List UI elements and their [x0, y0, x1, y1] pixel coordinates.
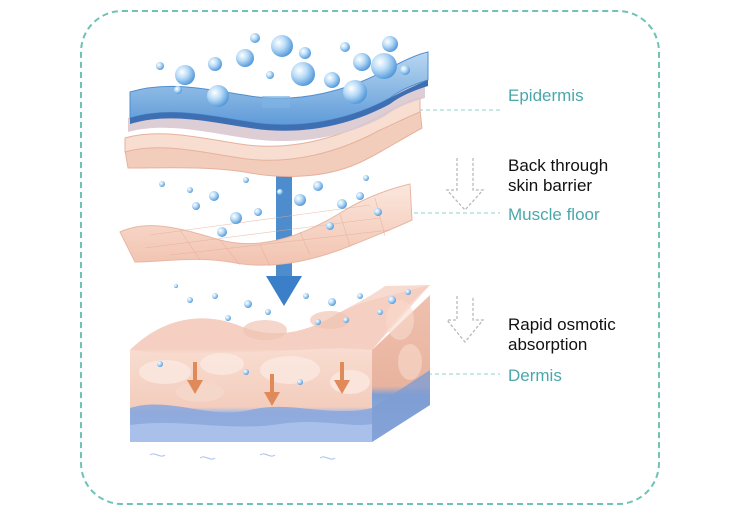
label-line: skin barrier — [508, 176, 593, 195]
water-droplet-icon — [405, 289, 411, 295]
water-droplet-icon — [159, 181, 165, 187]
water-droplet-icon — [250, 33, 260, 43]
water-droplet-icon — [313, 181, 323, 191]
muscle-floor-sheet — [119, 183, 413, 267]
label-back-through-skin-barrier: Back through skin barrier — [508, 156, 608, 196]
water-droplet-icon — [326, 222, 334, 230]
label-line: Rapid osmotic — [508, 315, 616, 334]
water-droplet-icon — [377, 309, 383, 315]
water-droplet-icon — [357, 293, 363, 299]
water-droplet-icon — [207, 85, 229, 107]
outline-down-arrow-icon — [445, 158, 485, 211]
water-droplet-icon — [363, 175, 369, 181]
water-droplet-icon — [175, 65, 195, 85]
water-droplet-icon — [356, 192, 364, 200]
down-arrow-icon — [187, 362, 203, 394]
water-droplet-icon — [187, 297, 193, 303]
water-droplet-icon — [244, 300, 252, 308]
label-muscle-floor: Muscle floor — [508, 205, 600, 224]
water-droplet-icon — [187, 187, 193, 193]
water-droplet-icon — [297, 379, 303, 385]
water-droplet-icon — [217, 227, 227, 237]
water-droplet-icon — [324, 72, 340, 88]
water-droplet-icon — [225, 315, 231, 321]
water-droplet-icon — [243, 369, 249, 375]
water-droplet-icon — [337, 199, 347, 209]
water-droplet-icon — [294, 194, 306, 206]
water-droplet-icon — [174, 86, 182, 94]
water-droplet-icon — [277, 189, 283, 195]
water-droplet-icon — [328, 298, 336, 306]
water-droplet-icon — [340, 42, 350, 52]
water-droplet-icon — [266, 71, 274, 79]
water-droplet-icon — [371, 53, 397, 79]
water-droplet-icon — [156, 62, 164, 70]
water-droplet-icon — [374, 208, 382, 216]
water-droplet-icon — [192, 202, 200, 210]
water-droplet-icon — [157, 361, 163, 367]
water-droplet-icon — [299, 47, 311, 59]
water-droplet-icon — [174, 284, 178, 288]
water-droplet-icon — [212, 293, 218, 299]
water-droplet-icon — [400, 65, 410, 75]
water-droplet-icon — [254, 208, 262, 216]
water-droplet-icon — [382, 36, 398, 52]
water-droplet-icon — [388, 296, 396, 304]
down-arrow-icon — [264, 374, 280, 406]
label-line: Back through — [508, 156, 609, 175]
label-epidermis: Epidermis — [508, 86, 584, 105]
water-droplet-icon — [230, 212, 242, 224]
dashed-rounded-frame — [80, 10, 660, 505]
label-dermis: Dermis — [508, 366, 562, 385]
water-droplet-icon — [291, 62, 315, 86]
label-line: absorption — [508, 335, 588, 354]
water-droplet-icon — [265, 309, 271, 315]
water-droplet-icon — [208, 57, 222, 71]
water-droplet-icon — [343, 80, 367, 104]
epidermis-stack — [124, 51, 429, 177]
water-droplet-icon — [209, 191, 219, 201]
water-droplet-icon — [303, 293, 309, 299]
water-droplet-icon — [343, 317, 349, 323]
down-arrow-icon — [334, 362, 350, 394]
label-rapid-osmotic-absorption: Rapid osmotic absorption — [508, 315, 616, 355]
water-droplet-icon — [243, 177, 249, 183]
water-droplet-icon — [236, 49, 254, 67]
water-droplet-icon — [271, 35, 293, 57]
water-droplet-icon — [315, 319, 321, 325]
dermis-block — [130, 285, 430, 460]
water-bubbles — [156, 33, 411, 385]
outline-down-arrow-icon — [445, 296, 485, 344]
water-droplet-icon — [353, 53, 371, 71]
